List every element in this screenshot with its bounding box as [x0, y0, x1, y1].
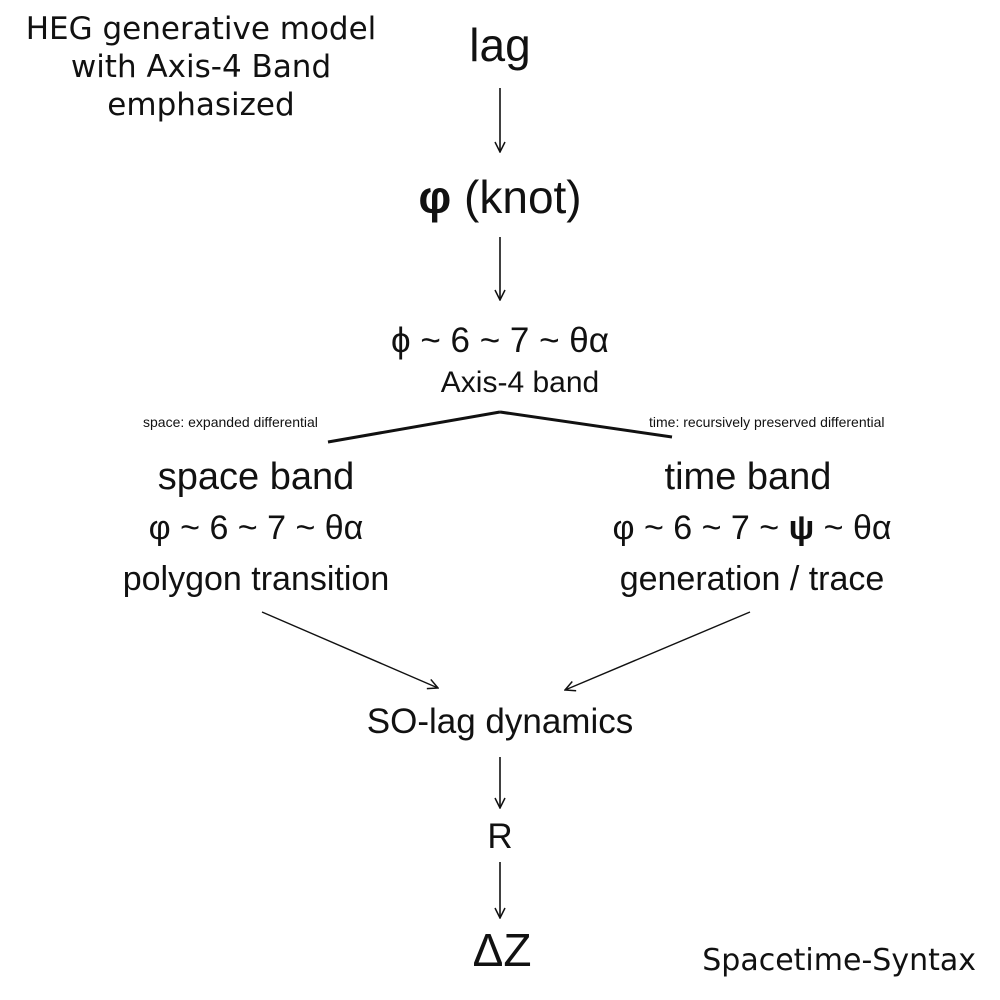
node-lag: lag — [469, 19, 531, 71]
time-formula-part-a: φ ~ 6 ~ 7 ~ — [612, 509, 789, 547]
arrow-space-to-so-lag — [261, 611, 438, 688]
node-phi-knot: φ (knot) — [418, 172, 581, 223]
caption-line-1: HEG generative model — [25, 11, 377, 47]
node-delta-z: ΔZ — [472, 924, 532, 976]
caption-line-2: with Axis-4 Band — [70, 49, 332, 86]
space-band-title: space band — [157, 456, 355, 498]
space-branch-note: space: expanded differential — [143, 414, 318, 430]
time-band-formula: φ ~ 6 ~ 7 ~ ψ ~ θα — [612, 509, 892, 547]
time-band-title: time band — [664, 456, 832, 498]
time-formula-part-b: ~ θα — [814, 509, 892, 547]
phi-label: (knot) — [451, 171, 582, 223]
node-r: R — [487, 817, 513, 856]
arrow-time-to-so-lag — [565, 611, 751, 690]
diagram-caption: HEG generative model with Axis-4 Band em… — [16, 10, 386, 124]
branch-line-space — [327, 410, 501, 444]
node-so-lag-dynamics: SO-lag dynamics — [366, 702, 634, 741]
axis-band-label: Axis-4 band — [440, 366, 600, 399]
caption-line-3: emphasized — [107, 87, 295, 124]
footer-label: Spacetime-Syntax — [702, 943, 976, 978]
space-band-description: polygon transition — [122, 560, 390, 598]
space-band-formula: φ ~ 6 ~ 7 ~ θα — [148, 509, 364, 547]
branch-line-time — [499, 410, 673, 439]
time-branch-note: time: recursively preserved differential — [649, 414, 885, 430]
psi-symbol: ψ — [788, 509, 815, 547]
time-band-description: generation / trace — [619, 560, 885, 598]
axis-band-formula: ϕ ~ 6 ~ 7 ~ θα — [391, 321, 609, 360]
phi-symbol: φ — [418, 171, 452, 223]
